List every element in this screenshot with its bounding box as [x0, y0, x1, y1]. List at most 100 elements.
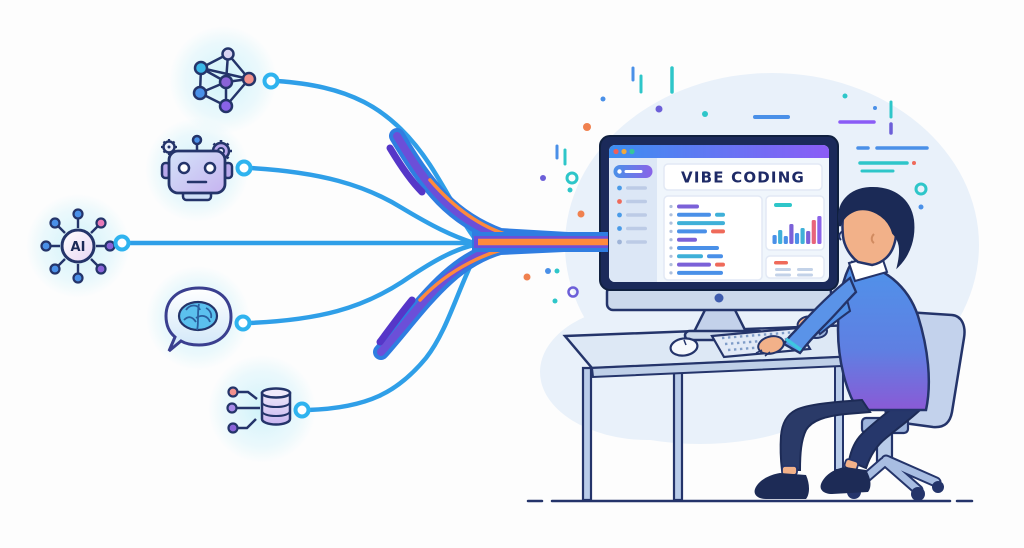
decor-dot — [842, 93, 848, 99]
decor-dot — [554, 268, 560, 274]
chart-bar — [811, 220, 816, 244]
desk-leg — [672, 370, 684, 502]
decor-dot — [567, 187, 573, 193]
decor-dot — [600, 96, 606, 102]
sleeve-cuff — [784, 337, 803, 352]
list-row-dash — [797, 268, 813, 271]
code-bullet — [669, 246, 673, 250]
list-rows — [775, 268, 813, 277]
sidebar-item-bar — [626, 240, 647, 244]
sidebar-item-dot — [617, 199, 622, 204]
code-lines — [669, 204, 725, 275]
robot-icon — [160, 134, 234, 202]
sidebar-item-bar — [626, 226, 647, 231]
traffic-light-dot — [613, 148, 619, 155]
code-bar — [677, 204, 699, 209]
chart-bar — [806, 231, 811, 244]
code-bar — [677, 246, 719, 250]
list-card — [765, 255, 825, 279]
ai-hub-label: AI — [71, 240, 86, 255]
code-bullet — [669, 254, 673, 258]
person-front-leg — [779, 398, 872, 471]
decor-dot — [873, 106, 877, 110]
browser-bar — [609, 145, 829, 158]
sidebar-item-dot — [617, 239, 622, 245]
list-row-dash — [797, 273, 813, 277]
decor-dot — [583, 123, 591, 131]
person-rear-shoe — [820, 467, 871, 494]
code-bar — [707, 254, 723, 259]
monitor-logo-dot — [714, 293, 724, 303]
gear-icon — [161, 139, 177, 155]
decor-dot — [655, 105, 663, 113]
mouse-line — [683, 339, 687, 346]
ear — [870, 233, 875, 244]
code-bar — [677, 270, 723, 275]
sidebar-items — [617, 185, 647, 245]
cable-connector-ring — [293, 401, 311, 419]
desk-leg — [581, 366, 593, 502]
code-bar — [677, 254, 703, 259]
code-bullet — [669, 213, 673, 217]
person-front-shoe — [754, 473, 809, 499]
traffic-lights — [613, 148, 635, 155]
chart-bar — [772, 235, 777, 244]
decor-dot — [577, 210, 585, 218]
code-bar — [677, 237, 697, 242]
chart-bar — [789, 224, 794, 244]
decor-dot — [545, 268, 551, 274]
fingers — [755, 349, 771, 357]
code-bar — [677, 221, 725, 226]
decor-dot — [912, 161, 916, 165]
chair-wheel — [932, 481, 944, 493]
cable-bundle — [373, 128, 608, 360]
data-pipeline-icon — [226, 386, 292, 434]
decor-ring — [914, 182, 928, 196]
chart-bar — [778, 230, 783, 244]
sidebar-item-dot — [617, 185, 622, 191]
sidebar-item-dot — [617, 212, 622, 218]
band-accent-dash — [386, 144, 426, 196]
code-bar — [715, 262, 725, 267]
title-card — [663, 163, 823, 191]
code-bar — [677, 262, 711, 267]
cable-brain — [246, 242, 477, 326]
hair — [838, 186, 915, 270]
list-row-dash — [775, 268, 791, 271]
screen-sidebar — [609, 158, 657, 282]
list-row-dash — [775, 273, 791, 277]
traffic-light-dot — [621, 148, 627, 155]
chart-bar — [800, 228, 805, 244]
decor-dot — [702, 111, 708, 117]
code-card — [663, 195, 763, 281]
code-bullet — [669, 271, 673, 275]
cable-connector-ring — [113, 234, 131, 252]
mouse — [669, 337, 699, 357]
code-bar — [677, 229, 707, 234]
screen-title: VIBE CODING — [681, 169, 805, 187]
chart-header-dash — [774, 203, 792, 207]
sidebar-active-dot — [617, 169, 622, 174]
list-header-dash — [774, 261, 788, 265]
cable-connector-ring — [235, 159, 253, 177]
monitor: VIBE CODING — [599, 135, 839, 342]
person-left-hand — [757, 335, 785, 355]
sidebar-active-dash — [624, 170, 643, 173]
neural-network-icon — [192, 47, 257, 114]
cable-connector-ring — [234, 314, 252, 332]
person-left-arm — [782, 276, 858, 355]
chart-bar — [794, 233, 800, 244]
cable-robot — [247, 165, 477, 246]
sidebar-item-bar — [626, 199, 647, 204]
chair-wheel — [911, 487, 925, 501]
code-bullet — [669, 263, 673, 267]
cable-neural — [274, 78, 479, 243]
sidebar-item-dot — [617, 226, 622, 231]
code-bullet — [669, 229, 673, 233]
person — [754, 186, 931, 499]
cable-connector-ring — [262, 72, 280, 90]
code-bullet — [669, 204, 673, 209]
decor-dot — [523, 273, 531, 281]
